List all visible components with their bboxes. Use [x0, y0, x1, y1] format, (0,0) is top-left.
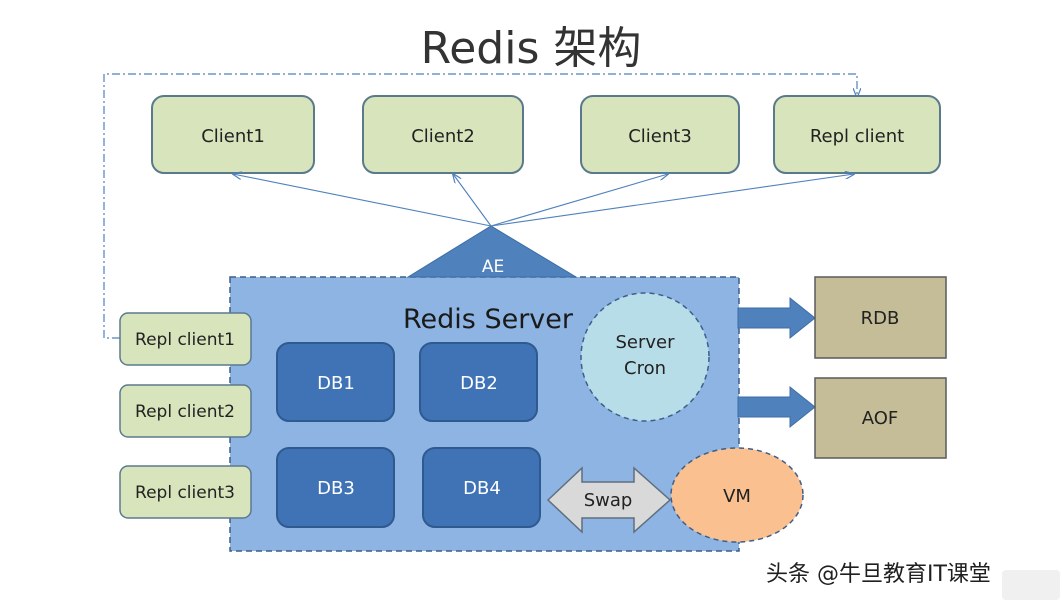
watermark-text: 头条 @牛旦教育IT课堂	[766, 562, 991, 587]
db-label-4: DB4	[463, 478, 501, 499]
repl-client-label-3: Repl client3	[135, 483, 235, 503]
ae-client-arrows	[233, 174, 854, 227]
repl-client-label-1: Repl client1	[135, 330, 235, 350]
arrow-to-rdb	[737, 296, 816, 340]
repl-client-box-3: Repl client3	[119, 465, 252, 519]
vm-ellipse: VM	[670, 447, 804, 543]
corner-logo	[1002, 570, 1060, 600]
client-label-1: Client1	[201, 126, 265, 147]
arrow-to-repl-client	[490, 174, 854, 227]
repl-client-label-2: Repl client2	[135, 402, 235, 422]
client-box-3: Client3	[580, 95, 740, 174]
db-label-2: DB2	[460, 373, 498, 394]
vm-label: VM	[723, 486, 751, 507]
db-box-1: DB1	[276, 342, 395, 422]
arrow-to-aof	[737, 385, 816, 429]
arrow-to-client1	[233, 174, 492, 227]
repl-client-box-1: Repl client1	[119, 312, 252, 366]
arrow-to-client3	[490, 174, 668, 227]
ae-triangle	[406, 225, 578, 278]
db-label-3: DB3	[317, 478, 355, 499]
client-box-2: Client2	[362, 95, 524, 174]
redis-server-label: Redis Server	[403, 304, 574, 335]
server-cron-line1: Server	[615, 332, 675, 353]
ae-label: AE	[482, 257, 504, 277]
client-box-repl: Repl client	[773, 95, 941, 174]
db-box-3: DB3	[276, 447, 395, 528]
rdb-box: RDB	[814, 276, 947, 359]
server-cron-line2: Cron	[624, 358, 666, 379]
client-label-2: Client2	[411, 126, 475, 147]
server-cron-circle: Server Cron	[580, 292, 710, 422]
repl-client-box-2: Repl client2	[119, 384, 252, 438]
client-box-1: Client1	[151, 95, 315, 174]
db-box-4: DB4	[422, 447, 541, 528]
db-box-2: DB2	[419, 342, 538, 422]
aof-box: AOF	[814, 377, 947, 459]
client-label-repl: Repl client	[810, 126, 904, 147]
arrow-to-client2	[453, 174, 492, 227]
replication-loop-line	[103, 73, 857, 339]
client-label-3: Client3	[628, 126, 692, 147]
rdb-label: RDB	[861, 308, 900, 329]
swap-label: Swap	[584, 490, 633, 511]
aof-label: AOF	[862, 408, 899, 429]
swap-arrow: Swap	[546, 466, 672, 534]
db-label-1: DB1	[317, 373, 355, 394]
diagram-title: Redis 架构	[420, 23, 642, 74]
